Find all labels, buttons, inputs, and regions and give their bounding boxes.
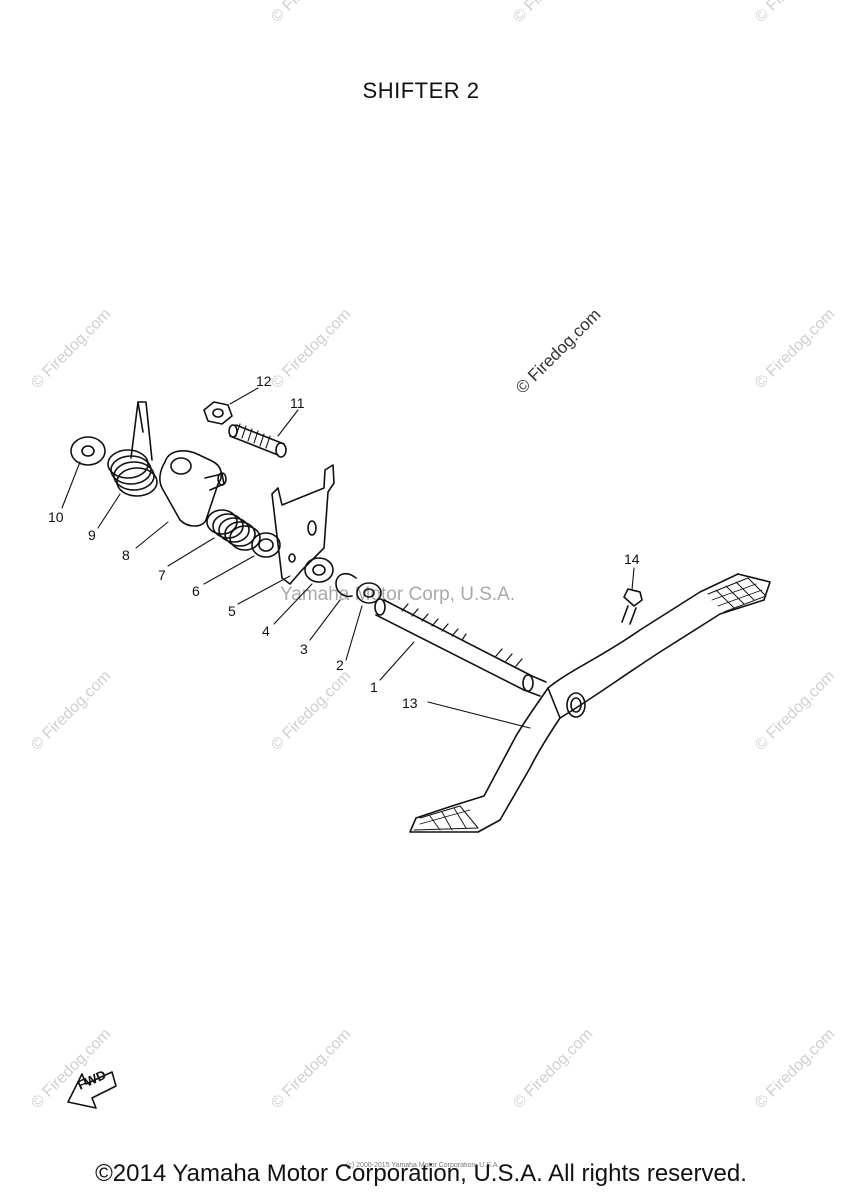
part-12-nut	[203, 401, 233, 425]
part-13-shift-pedal	[409, 573, 771, 833]
part-4-washer	[304, 557, 334, 583]
part-11-screw	[228, 423, 287, 458]
fine-print: (c) 2000-2015 Yamaha Motor Corporation, …	[346, 1162, 500, 1169]
part-1-shaft	[374, 598, 547, 697]
part-8-shift-arm	[159, 450, 227, 527]
callout-9: 9	[88, 527, 96, 543]
callout-3: 3	[300, 641, 308, 657]
callout-2: 2	[336, 657, 344, 673]
fwd-arrow-icon	[67, 1071, 117, 1109]
part-7-spring	[206, 509, 261, 551]
part-9-torsion-spring	[107, 401, 158, 497]
callout-4: 4	[262, 623, 270, 639]
callout-12: 12	[256, 373, 272, 389]
center-watermark: Yamaha Motor Corp, U.S.A.	[280, 584, 516, 605]
diagram-title: SHIFTER 2	[362, 78, 480, 103]
callout-8: 8	[122, 547, 130, 563]
part-5-plate	[271, 464, 335, 585]
callout-6: 6	[192, 583, 200, 599]
callout-13: 13	[402, 695, 418, 711]
part-10-washer	[70, 436, 106, 466]
callout-14: 14	[624, 551, 640, 567]
part-14-bolt	[621, 588, 643, 625]
copyright-footer: ©2014 Yamaha Motor Corporation, U.S.A. A…	[95, 1160, 747, 1187]
callout-5: 5	[228, 603, 236, 619]
callout-10: 10	[48, 509, 64, 525]
fwd-label: FWD	[75, 1067, 108, 1093]
part-6-washer	[251, 532, 281, 558]
callout-11: 11	[290, 395, 305, 411]
callout-7: 7	[158, 567, 166, 583]
part-2-washer	[356, 582, 382, 604]
callout-1: 1	[370, 679, 378, 695]
part-3-circlip	[335, 572, 357, 598]
